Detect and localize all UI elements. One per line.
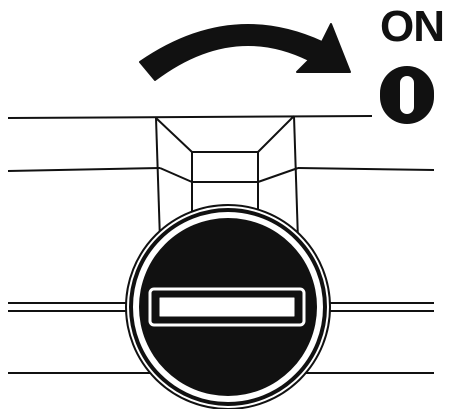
on-label: ON bbox=[380, 2, 445, 51]
power-on-icon bbox=[380, 66, 434, 124]
rotary-knob bbox=[125, 204, 331, 409]
rotate-clockwise-arrow-icon bbox=[139, 23, 351, 81]
panel-lines bbox=[7, 115, 435, 374]
